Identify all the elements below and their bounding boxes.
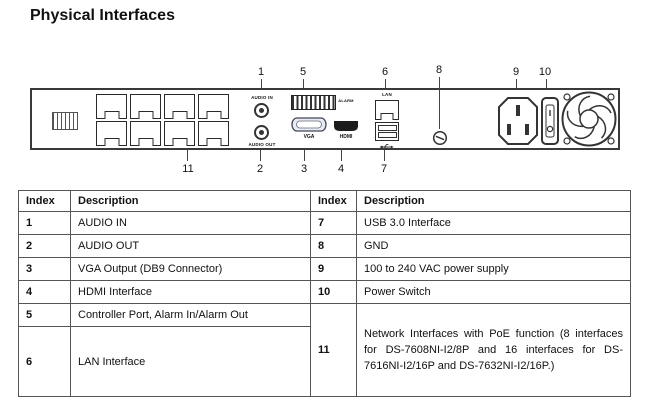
index-cell: 11 — [310, 303, 357, 397]
table-header-row: Index Description Index Description — [18, 190, 631, 212]
audio-in-jack — [254, 103, 269, 118]
leader-line-8 — [439, 77, 440, 129]
leader-line-10 — [546, 79, 547, 88]
index-cell: 3 — [18, 257, 71, 281]
power-inlet — [498, 97, 538, 145]
poe-port — [130, 121, 161, 146]
leader-line-11 — [187, 150, 188, 161]
lan-label: LAN — [382, 92, 392, 97]
page-title: Physical Interfaces — [30, 7, 175, 24]
poe-port — [164, 94, 195, 119]
header-desc-left: Description — [70, 190, 311, 212]
desc-cell: AUDIO IN — [70, 211, 311, 235]
poe-port — [96, 94, 127, 119]
desc-cell: HDMI Interface — [70, 280, 311, 304]
power-switch — [541, 97, 559, 145]
callout-7: 7 — [380, 163, 388, 175]
poe-port — [96, 121, 127, 146]
poe-port — [198, 121, 229, 146]
usb-icon — [380, 144, 394, 150]
poe-port — [164, 121, 195, 146]
leader-line-1 — [261, 79, 262, 88]
desc-cell: LAN Interface — [70, 326, 311, 397]
leader-line-7 — [384, 150, 385, 161]
audio-out-jack — [254, 125, 269, 140]
callout-11: 11 — [182, 163, 194, 175]
desc-cell: USB 3.0 Interface — [356, 211, 631, 235]
usb-ports — [375, 122, 399, 141]
table-row: 1 AUDIO IN 7 USB 3.0 Interface — [18, 211, 631, 235]
table-row: 3 VGA Output (DB9 Connector) 9 100 to 24… — [18, 257, 631, 281]
index-cell: 6 — [18, 326, 71, 397]
desc-cell: VGA Output (DB9 Connector) — [70, 257, 311, 281]
callout-6: 6 — [381, 66, 389, 78]
desc-cell: 100 to 240 VAC power supply — [356, 257, 631, 281]
fan — [561, 91, 617, 147]
vga-label: VGA — [303, 134, 315, 140]
index-cell: 9 — [310, 257, 357, 281]
index-cell: 8 — [310, 234, 357, 258]
audio-in-label: AUDIO IN — [251, 95, 273, 100]
callout-2: 2 — [256, 163, 264, 175]
callout-10: 10 — [538, 66, 552, 78]
poe-port — [130, 94, 161, 119]
index-cell: 10 — [310, 280, 357, 304]
leader-line-6 — [385, 79, 386, 88]
desc-cell: Power Switch — [356, 280, 631, 304]
table-row: 2 AUDIO OUT 8 GND — [18, 234, 631, 258]
header-desc-right: Description — [356, 190, 631, 212]
index-cell: 2 — [18, 234, 71, 258]
callout-5: 5 — [299, 66, 307, 78]
hdmi-port — [334, 121, 358, 131]
audio-out-label: AUDIO OUT — [248, 142, 276, 147]
table-row: 4 HDMI Interface 10 Power Switch — [18, 280, 631, 304]
interface-table: Index Description Index Description 1 AU… — [18, 190, 631, 397]
alarm-terminal-block — [291, 95, 336, 110]
desc-cell: AUDIO OUT — [70, 234, 311, 258]
alarm-label: ALARM — [338, 98, 354, 103]
callout-8: 8 — [435, 64, 443, 76]
vent-grille — [52, 112, 78, 130]
leader-line-2 — [260, 150, 261, 161]
rear-panel-diagram: 1 5 6 8 9 10 AUDIO IN AUDIO OUT ALARM VG… — [0, 55, 648, 187]
poe-port — [198, 94, 229, 119]
desc-cell: Controller Port, Alarm In/Alarm Out — [70, 303, 311, 327]
callout-1: 1 — [257, 66, 265, 78]
index-cell: 5 — [18, 303, 71, 327]
callout-9: 9 — [512, 66, 520, 78]
table-row: 6 LAN Interface — [18, 326, 631, 397]
hdmi-label: HDMI — [339, 134, 353, 140]
callout-3: 3 — [300, 163, 308, 175]
leader-line-3 — [304, 150, 305, 161]
index-cell: 1 — [18, 211, 71, 235]
leader-line-5 — [303, 79, 304, 88]
desc-cell: Network Interfaces with PoE function (8 … — [356, 303, 631, 397]
gnd-screw-icon — [432, 130, 448, 146]
index-cell: 4 — [18, 280, 71, 304]
leader-line-9 — [516, 79, 517, 88]
header-index-left: Index — [18, 190, 71, 212]
leader-line-4 — [341, 150, 342, 161]
header-index-right: Index — [310, 190, 357, 212]
callout-4: 4 — [337, 163, 345, 175]
table-row: 5 Controller Port, Alarm In/Alarm Out 11… — [18, 303, 631, 397]
lan-port — [375, 100, 399, 120]
desc-cell: GND — [356, 234, 631, 258]
vga-port — [291, 117, 327, 132]
index-cell: 7 — [310, 211, 357, 235]
